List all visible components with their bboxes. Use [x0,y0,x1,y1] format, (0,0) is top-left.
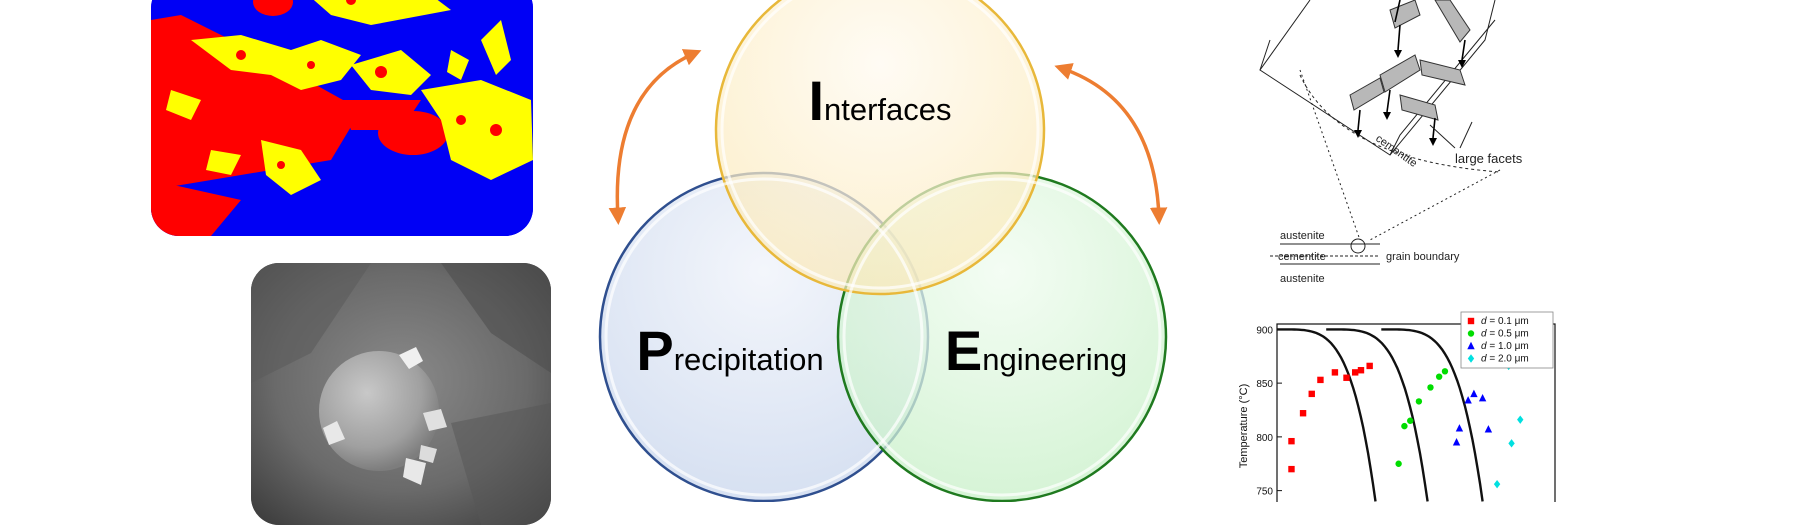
legend-label: d = 0.5 μm [1481,329,1529,340]
data-point [1464,396,1472,404]
y-tick-label: 750 [1256,487,1273,498]
data-point [1435,373,1443,380]
grain-boundary-label: grain boundary [1386,251,1460,263]
right-cycle-arrow [1054,63,1168,225]
data-point [1493,479,1501,489]
model-curve [1326,328,1429,502]
y-tick-label: 900 [1256,325,1273,336]
interfaces-label: Interfaces [808,69,951,132]
data-point [1517,415,1524,424]
legend-label: d = 0.1 μm [1481,316,1529,327]
austenite-bottom-label: austenite [1280,273,1325,285]
plot-frame [1276,323,1556,502]
legend-box [1460,311,1554,369]
data-point [1317,376,1324,384]
cementite-left-label: cementite [1278,251,1326,263]
cementite-schematic: cementite large facets austenite cementi… [1250,0,1580,290]
model-curve [1277,328,1377,502]
legend-label: d = 2.0 μm [1481,354,1529,365]
data-point [1366,362,1373,370]
data-point [1351,369,1359,376]
data-point [1288,465,1295,473]
legend-label: d = 1.0 μm [1481,341,1529,352]
data-point [1427,384,1434,391]
engineering-label: Engineering [945,319,1127,382]
data-point [1441,368,1449,375]
legend-marker [1467,330,1475,337]
data-point [1407,417,1414,424]
data-point [1401,422,1408,430]
left-cycle-arrow [608,49,702,225]
austenite-top-label: austenite [1280,230,1325,242]
data-point [1470,389,1478,398]
data-point [1484,425,1493,433]
data-point [1288,437,1295,445]
precipitation-label: Precipitation [636,319,823,382]
legend-marker [1467,341,1475,350]
data-point [1478,393,1487,402]
data-point [1308,390,1315,398]
data-point [1395,460,1402,467]
data-point [1415,398,1423,405]
data-point [1343,374,1350,381]
legend-marker [1467,354,1475,363]
data-point [1452,438,1461,446]
y-tick-label: 800 [1256,433,1273,444]
data-point [1299,410,1307,417]
data-point [1357,367,1365,374]
sem-micrograph-image [251,263,551,525]
data-point [1331,369,1339,376]
legend-marker [1467,317,1475,325]
y-tick-label: 850 [1256,379,1273,390]
y-axis-label: Temperature (°C) [1238,384,1250,468]
data-point [1455,424,1464,432]
cementite-label: cementite [1373,133,1419,170]
phase-map-image [151,0,533,236]
venn-diagram: Interfaces Precipitation Engineering [598,0,1168,502]
large-facets-label: large facets [1455,151,1523,166]
data-point [1508,439,1515,448]
interfaces-circle [714,0,1046,296]
model-curve [1381,328,1484,502]
